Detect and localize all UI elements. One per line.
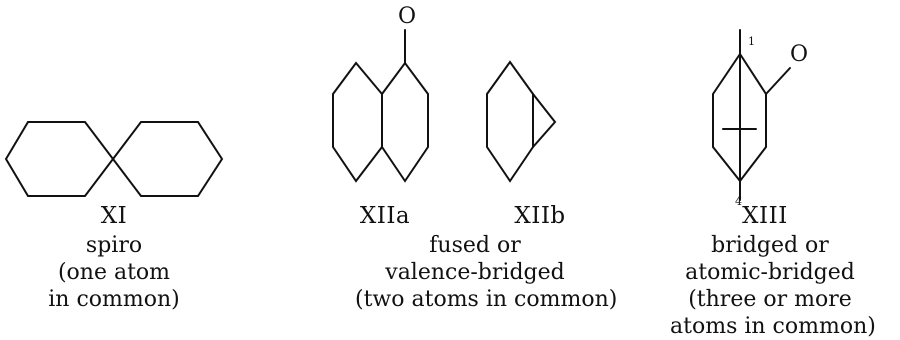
label-xiii: XIII <box>742 203 788 229</box>
label-xiib: XIIb <box>514 203 566 229</box>
six-membered-ring-xiib <box>486 60 534 183</box>
fused-ring-right <box>381 61 429 183</box>
cyclopropane-ring-xiib <box>532 93 557 148</box>
caption-xi-line-1: spiro <box>85 233 143 258</box>
caption-xiii-line-3: (three or more <box>688 287 852 312</box>
caption-xii-line-2: valence-bridged <box>385 260 565 285</box>
locant-4-xiii: 4 <box>735 195 742 208</box>
caption-xi: spiro (one atom in common) <box>44 232 184 313</box>
spiro-ring-left <box>4 121 115 197</box>
label-xiia: XIIa <box>359 203 411 229</box>
bridged-compound-xiii <box>712 29 791 201</box>
caption-xii-line-1: fused or <box>429 233 521 258</box>
caption-xiii-line-2: atomic-bridged <box>685 260 855 285</box>
oxygen-atom-xiia: O <box>398 4 417 29</box>
carbonyl-bond-xiii <box>765 67 791 95</box>
caption-xi-line-2: (one atom <box>57 260 171 285</box>
fused-ring-left <box>332 61 383 183</box>
caption-xiii-line-4: atoms in common) <box>670 314 876 339</box>
caption-xii: fused or valence-bridged (two atoms in c… <box>355 232 618 313</box>
spiro-ring-right <box>111 121 224 197</box>
spiro-compound-xi <box>4 121 224 197</box>
fused-compound-xiia <box>332 29 429 183</box>
caption-xi-line-3: in common) <box>48 287 180 312</box>
structure-drawings <box>4 29 791 201</box>
locant-1-xiii: 1 <box>748 35 755 48</box>
caption-xiii-line-1: bridged or <box>711 233 829 258</box>
caption-xii-line-3: (two atoms in common) <box>355 287 618 312</box>
fused-compound-xiib <box>486 60 557 183</box>
oxygen-atom-xiii: O <box>790 42 809 67</box>
caption-xiii: bridged or atomic-bridged (three or more… <box>670 232 876 340</box>
label-xi: XI <box>100 203 128 229</box>
